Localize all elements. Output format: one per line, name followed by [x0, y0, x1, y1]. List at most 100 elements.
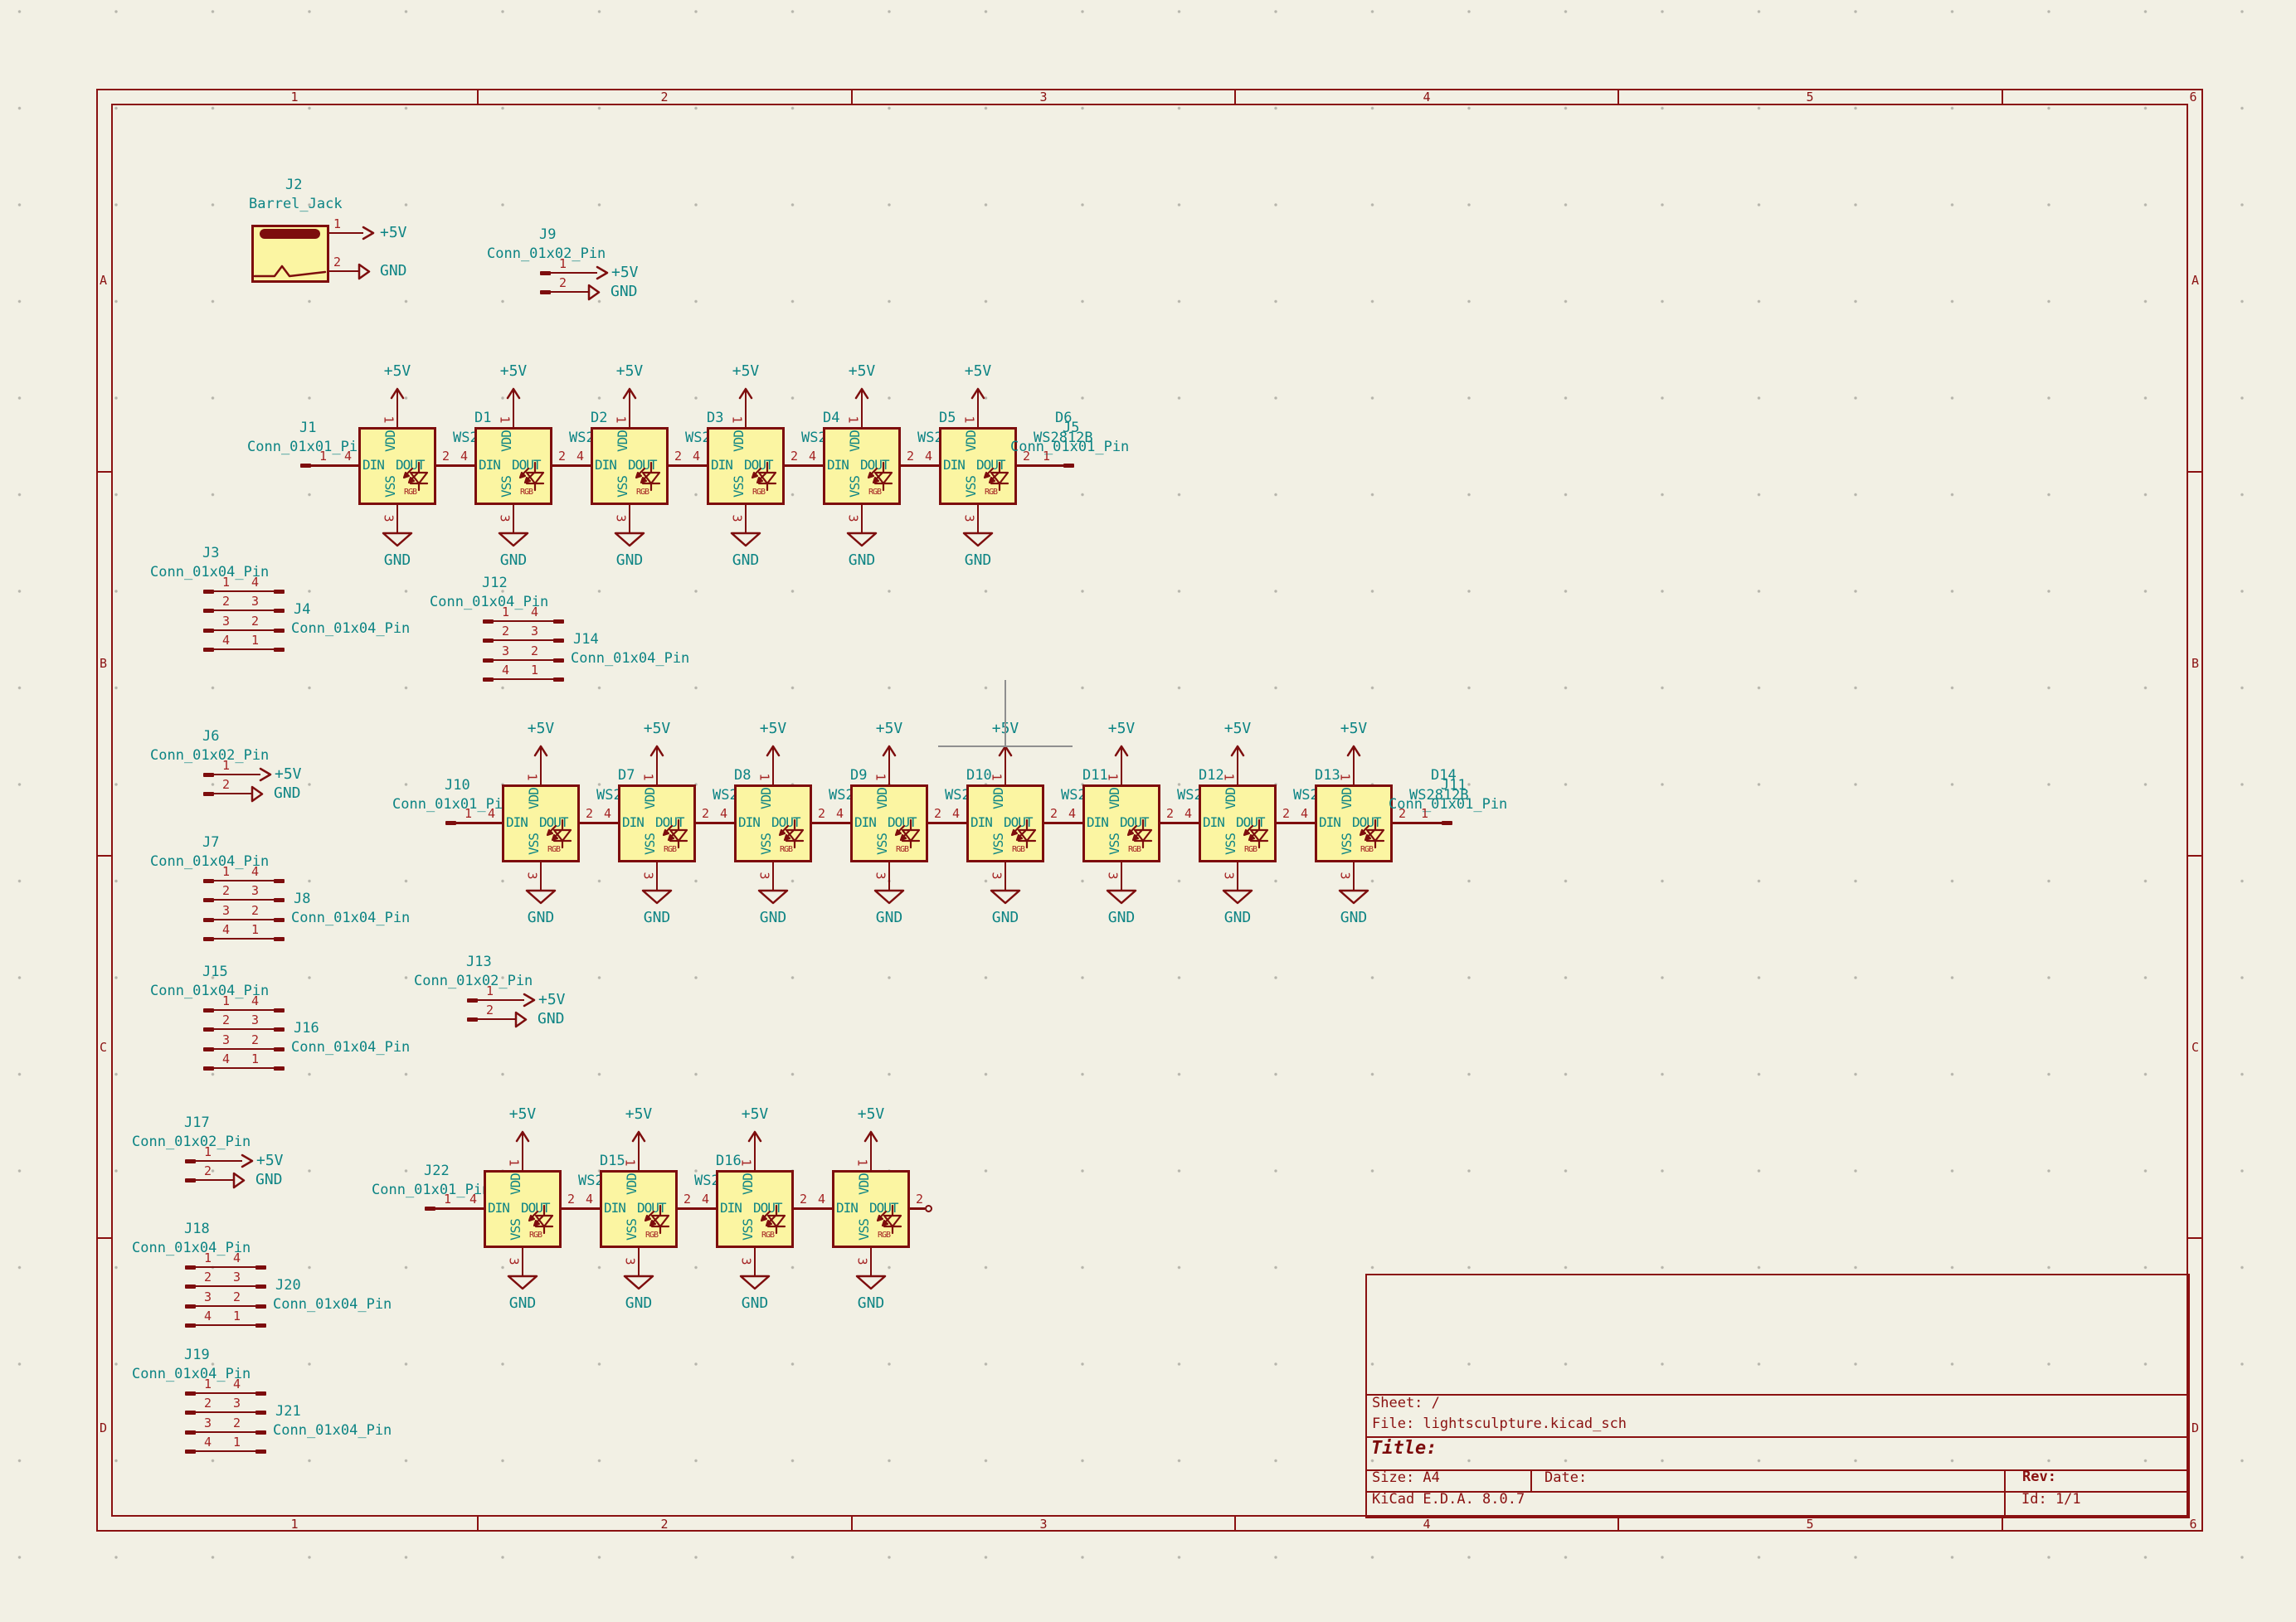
led-symbol-D3[interactable]: [591, 427, 669, 505]
led-symbol-D7[interactable]: [502, 784, 580, 862]
pin-pad[interactable]: [273, 936, 285, 941]
ground-arrow-icon[interactable]: [730, 532, 761, 547]
value-label[interactable]: Conn_01x04_Pin: [132, 1240, 251, 1256]
wire-segment[interactable]: [1017, 464, 1063, 467]
pin-pad[interactable]: [482, 658, 494, 663]
power-net-label[interactable]: +5V: [741, 1105, 769, 1123]
wire-segment[interactable]: [901, 464, 939, 467]
wire-segment[interactable]: [794, 1207, 832, 1210]
wire-segment[interactable]: [521, 1248, 524, 1276]
wire-segment[interactable]: [208, 1008, 279, 1012]
pin-pad[interactable]: [202, 791, 214, 796]
pin-pad[interactable]: [552, 658, 564, 663]
power-net-label[interactable]: +5V: [732, 362, 760, 380]
value-label[interactable]: Conn_01x01_Pin: [1389, 795, 1508, 813]
pin-pad[interactable]: [202, 1066, 214, 1071]
wire-segment[interactable]: [580, 822, 618, 824]
pin-pad[interactable]: [202, 772, 214, 777]
led-symbol-D13[interactable]: [1199, 784, 1277, 862]
ground-arrow-icon[interactable]: [873, 889, 905, 905]
wire-segment[interactable]: [512, 389, 515, 427]
reference-label[interactable]: D4: [823, 410, 840, 426]
pin-pad[interactable]: [202, 647, 214, 652]
ground-net-label[interactable]: GND: [610, 283, 638, 300]
pin-pad[interactable]: [184, 1178, 196, 1183]
wire-segment[interactable]: [190, 1284, 260, 1288]
power-arrow-icon[interactable]: [738, 386, 753, 400]
wire-segment[interactable]: [910, 1207, 925, 1210]
pin-pad[interactable]: [184, 1304, 196, 1309]
pin-pad[interactable]: [273, 589, 285, 594]
reference-label[interactable]: J7: [202, 834, 220, 851]
power-arrow-icon[interactable]: [595, 265, 610, 280]
wire-segment[interactable]: [329, 231, 363, 235]
pin-pad[interactable]: [273, 647, 285, 652]
wire-segment[interactable]: [1352, 746, 1355, 784]
value-label[interactable]: Barrel_Jack: [249, 196, 343, 212]
pin-pad[interactable]: [273, 1066, 285, 1071]
power-arrow-icon[interactable]: [240, 1153, 255, 1168]
reference-label[interactable]: D7: [618, 767, 635, 784]
value-label[interactable]: Conn_01x02_Pin: [150, 747, 270, 764]
wire-segment[interactable]: [1120, 862, 1123, 891]
wire-segment[interactable]: [655, 862, 659, 891]
pin-pad[interactable]: [255, 1410, 266, 1415]
power-arrow-icon[interactable]: [258, 767, 273, 782]
wire-segment[interactable]: [1120, 746, 1123, 784]
ground-arrow-icon[interactable]: [251, 785, 264, 803]
rgb-led-icon[interactable]: [400, 461, 433, 492]
wire-segment[interactable]: [212, 773, 260, 776]
ground-arrow-icon[interactable]: [587, 284, 601, 301]
reference-label[interactable]: J22: [424, 1162, 450, 1179]
power-arrow-icon[interactable]: [882, 744, 897, 757]
wire-segment[interactable]: [1044, 822, 1082, 824]
wire-segment[interactable]: [434, 1207, 484, 1210]
rgb-led-icon[interactable]: [864, 461, 897, 492]
pin-pad[interactable]: [184, 1323, 196, 1328]
wire-segment[interactable]: [628, 505, 631, 533]
pin-pad[interactable]: [202, 1008, 214, 1013]
wire-segment[interactable]: [436, 464, 474, 467]
led-symbol-D4[interactable]: [707, 427, 785, 505]
wire-segment[interactable]: [521, 1132, 524, 1170]
rgb-led-icon[interactable]: [748, 461, 781, 492]
reference-label[interactable]: D8: [734, 767, 752, 784]
power-net-label[interactable]: +5V: [1340, 720, 1368, 737]
rgb-led-icon[interactable]: [632, 461, 665, 492]
pin-pad[interactable]: [202, 589, 214, 594]
power-net-label[interactable]: +5V: [499, 362, 528, 380]
wire-segment[interactable]: [190, 1304, 260, 1308]
wire-segment[interactable]: [208, 1047, 279, 1051]
pin-pad[interactable]: [184, 1430, 196, 1435]
ground-arrow-icon[interactable]: [232, 1172, 246, 1189]
pin-pad[interactable]: [255, 1265, 266, 1270]
wire-segment[interactable]: [744, 389, 747, 427]
wire-segment[interactable]: [860, 505, 863, 533]
reference-label[interactable]: J19: [184, 1347, 210, 1363]
wire-segment[interactable]: [488, 619, 558, 623]
ground-net-label[interactable]: GND: [857, 1294, 885, 1312]
pin-pad[interactable]: [184, 1158, 196, 1163]
power-arrow-icon[interactable]: [1230, 744, 1245, 757]
reference-label[interactable]: D3: [707, 410, 724, 426]
pin-pad[interactable]: [184, 1449, 196, 1454]
power-arrow-icon[interactable]: [854, 386, 869, 400]
rgb-led-icon[interactable]: [873, 1204, 907, 1235]
reference-label[interactable]: J12: [482, 575, 508, 591]
barrel-sleeve-icon[interactable]: [253, 261, 329, 283]
pin-pad[interactable]: [202, 897, 214, 902]
value-label[interactable]: Conn_01x04_Pin: [430, 594, 549, 610]
value-label[interactable]: Conn_01x01_Pin: [372, 1181, 491, 1198]
ground-net-label[interactable]: GND: [848, 551, 876, 569]
pin-pad[interactable]: [255, 1284, 266, 1289]
ground-arrow-icon[interactable]: [507, 1275, 538, 1290]
pin-pad[interactable]: [202, 878, 214, 883]
power-arrow-icon[interactable]: [766, 744, 781, 757]
power-net-label[interactable]: +5V: [625, 1105, 653, 1123]
pin-pad[interactable]: [255, 1391, 266, 1396]
reference-label[interactable]: D12: [1199, 767, 1224, 784]
reference-label[interactable]: D6: [1055, 410, 1073, 426]
ground-arrow-icon[interactable]: [1338, 889, 1369, 905]
reference-label[interactable]: J15: [202, 964, 228, 980]
value-label[interactable]: Conn_01x04_Pin: [150, 983, 270, 999]
